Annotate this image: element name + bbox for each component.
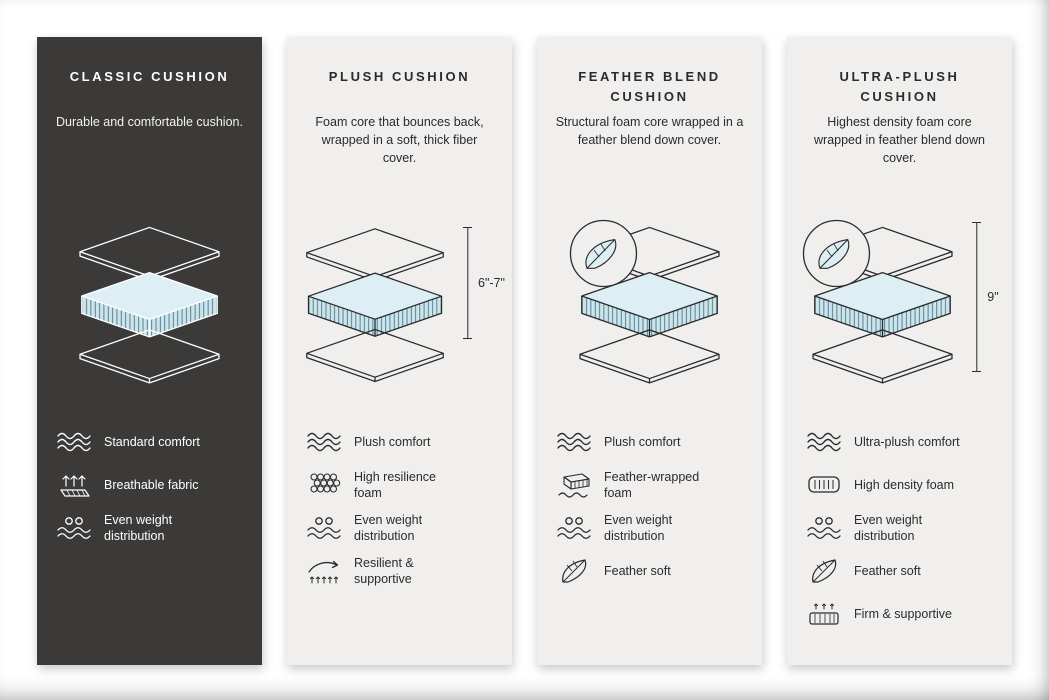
column-description: Durable and comfortable cushion. — [56, 115, 243, 129]
feature-label: Ultra-plush comfort — [854, 434, 960, 449]
column-title: ULTRA-PLUSH CUSHION — [839, 69, 960, 105]
feature-row: Plush comfort — [554, 425, 745, 459]
waves-icon — [554, 428, 594, 456]
measurement-bracket — [972, 222, 982, 372]
resilient-supportive-icon — [304, 557, 344, 585]
cushion-layers-diagram — [67, 217, 232, 389]
feature-list: Plush comfort High resilience foam Even … — [304, 425, 495, 588]
feature-row: Ultra-plush comfort — [804, 425, 995, 459]
even-weight-icon — [804, 514, 844, 542]
feature-label: Even weight distribution — [354, 512, 423, 543]
feature-row: Even weight distribution — [304, 511, 495, 545]
feature-label: Feather soft — [604, 563, 671, 578]
high-density-foam-icon — [804, 471, 844, 499]
feature-label: Plush comfort — [354, 434, 431, 449]
feather-badge-icon — [804, 221, 870, 287]
feature-row: Even weight distribution — [804, 511, 995, 545]
feature-row: High resilience foam — [304, 468, 495, 502]
feature-row: Feather soft — [554, 554, 745, 588]
column-feather-blend-cushion: FEATHER BLEND CUSHION Structural foam co… — [537, 37, 762, 665]
feature-row: Firm & supportive — [804, 597, 995, 631]
column-plush-cushion: PLUSH CUSHION Foam core that bounces bac… — [287, 37, 512, 665]
feature-label: Standard comfort — [104, 434, 200, 449]
column-description: Structural foam core wrapped in a feathe… — [555, 115, 744, 148]
feature-row: Feather soft — [804, 554, 995, 588]
cushion-layers-diagram — [800, 217, 965, 389]
measurement-value: 6"-7" — [478, 276, 505, 290]
even-weight-icon — [554, 514, 594, 542]
feature-label: Feather-wrapped foam — [604, 469, 700, 500]
even-weight-icon — [304, 514, 344, 542]
measurement-bracket — [463, 227, 473, 339]
column-classic-cushion: CLASSIC CUSHION Durable and comfortable … — [37, 37, 262, 665]
height-measurement: 6"-7" — [463, 227, 505, 339]
diagram-area: 6"-7" — [294, 183, 505, 423]
diagram-area — [544, 183, 755, 423]
foam-cells-icon — [304, 471, 344, 499]
feather-badge-icon — [570, 221, 636, 287]
waves-icon — [804, 428, 844, 456]
feature-label: Firm & supportive — [854, 606, 952, 621]
height-measurement: 9" — [972, 222, 999, 372]
feature-label: Even weight distribution — [104, 512, 173, 543]
feature-list: Ultra-plush comfort High density foam Ev… — [804, 425, 995, 631]
feather-icon — [804, 557, 844, 585]
feature-row: Even weight distribution — [554, 511, 745, 545]
feature-row: High density foam — [804, 468, 995, 502]
feature-row: Standard comfort — [54, 425, 245, 459]
waves-icon — [304, 428, 344, 456]
feature-row: Resilient & supportive — [304, 554, 495, 588]
diagram-area — [44, 183, 255, 423]
breathable-fabric-icon — [54, 471, 94, 499]
feature-label: Breathable fabric — [104, 477, 199, 492]
column-title: FEATHER BLEND CUSHION — [578, 69, 721, 105]
feature-list: Plush comfort Feather-wrapped foam Even … — [554, 425, 745, 588]
feature-row: Breathable fabric — [54, 468, 245, 502]
feature-label: Even weight distribution — [604, 512, 673, 543]
feature-label: High density foam — [854, 477, 955, 492]
diagram-area: 9" — [794, 183, 1005, 423]
feature-list: Standard comfort Breathable fabric Even … — [54, 425, 245, 545]
feature-label: Resilient & supportive — [354, 555, 414, 586]
feature-label: Feather soft — [854, 563, 921, 578]
column-title: CLASSIC CUSHION — [69, 69, 230, 84]
cushion-layers-diagram — [567, 217, 732, 389]
feature-row: Even weight distribution — [54, 511, 245, 545]
column-title: PLUSH CUSHION — [328, 69, 471, 84]
feature-label: Even weight distribution — [854, 512, 923, 543]
feature-label: Plush comfort — [604, 434, 681, 449]
waves-icon — [54, 428, 94, 456]
cushion-layers-diagram — [294, 217, 456, 389]
firm-supportive-icon — [804, 600, 844, 628]
measurement-value: 9" — [987, 290, 999, 304]
feature-row: Feather-wrapped foam — [554, 468, 745, 502]
column-description: Highest density foam core wrapped in fea… — [814, 115, 985, 166]
feature-label: High resilience foam — [354, 469, 436, 500]
feather-icon — [554, 557, 594, 585]
feather-wrapped-foam-icon — [554, 471, 594, 499]
column-description: Foam core that bounces back, wrapped in … — [315, 115, 484, 166]
even-weight-icon — [54, 514, 94, 542]
column-ultra-plush-cushion: ULTRA-PLUSH CUSHION Highest density foam… — [787, 37, 1012, 665]
feature-row: Plush comfort — [304, 425, 495, 459]
